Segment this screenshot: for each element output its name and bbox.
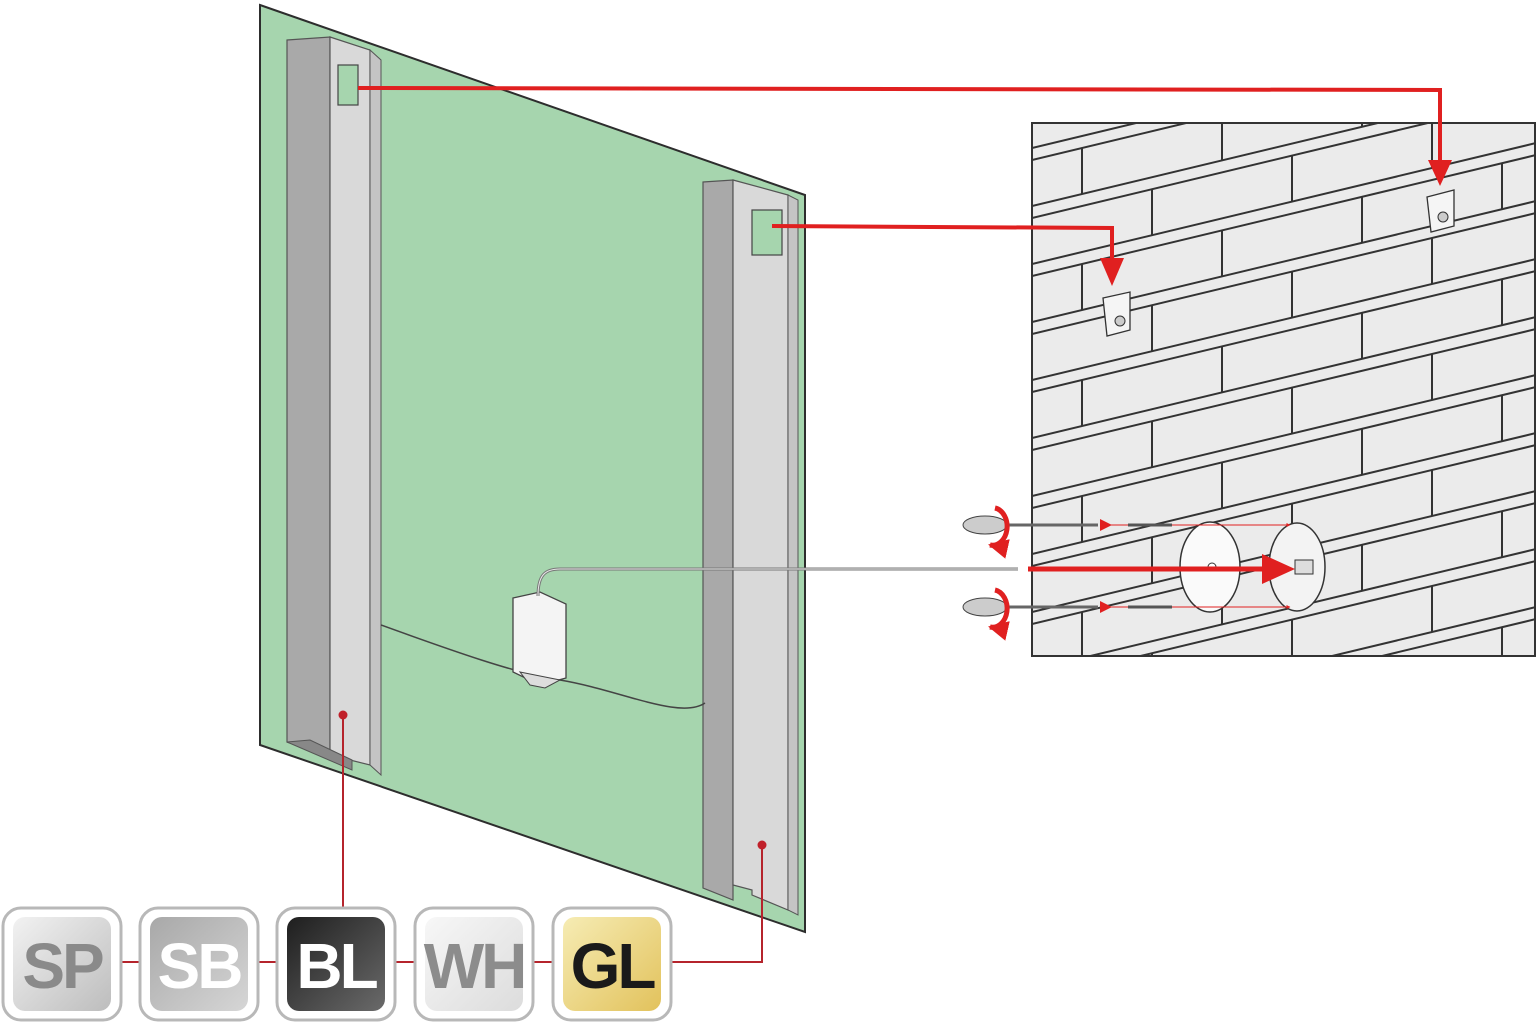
badge-label: SB	[158, 930, 242, 1002]
arrow-left-slot-to-hook	[357, 86, 1442, 170]
color-badge-sb: SB	[138, 906, 260, 1022]
color-badge-bl: BL	[275, 906, 397, 1022]
color-badge-sp: SP	[1, 906, 123, 1022]
brick-wall	[962, 122, 1536, 657]
wall-hook-right	[1426, 189, 1455, 233]
color-badge-wh: WH	[413, 906, 535, 1022]
panel-surface	[259, 3, 806, 934]
mounting-arrows	[357, 86, 1452, 286]
arrow-right-slot-to-hook	[771, 224, 1114, 268]
control-box	[512, 591, 567, 689]
badge-label: GL	[571, 930, 656, 1002]
left-mounting-rail	[286, 36, 382, 777]
right-hanger-slot	[751, 209, 783, 256]
screw-icon	[1114, 315, 1126, 327]
screw-icon	[1437, 211, 1449, 223]
right-mounting-rail	[702, 179, 799, 916]
heating-panel	[259, 3, 1018, 934]
left-hanger-slot	[337, 64, 359, 106]
wall-hook-left	[1102, 291, 1131, 337]
screwdriver-bottom-icon	[962, 587, 1112, 641]
badge-label: SP	[22, 930, 103, 1002]
color-badge-gl: GL	[551, 906, 673, 1022]
screwdriver-top-icon	[962, 505, 1112, 559]
color-options: SP SB BL WH GL	[1, 906, 673, 1022]
badge-label: WH	[424, 930, 525, 1002]
badge-label: BL	[296, 930, 377, 1002]
